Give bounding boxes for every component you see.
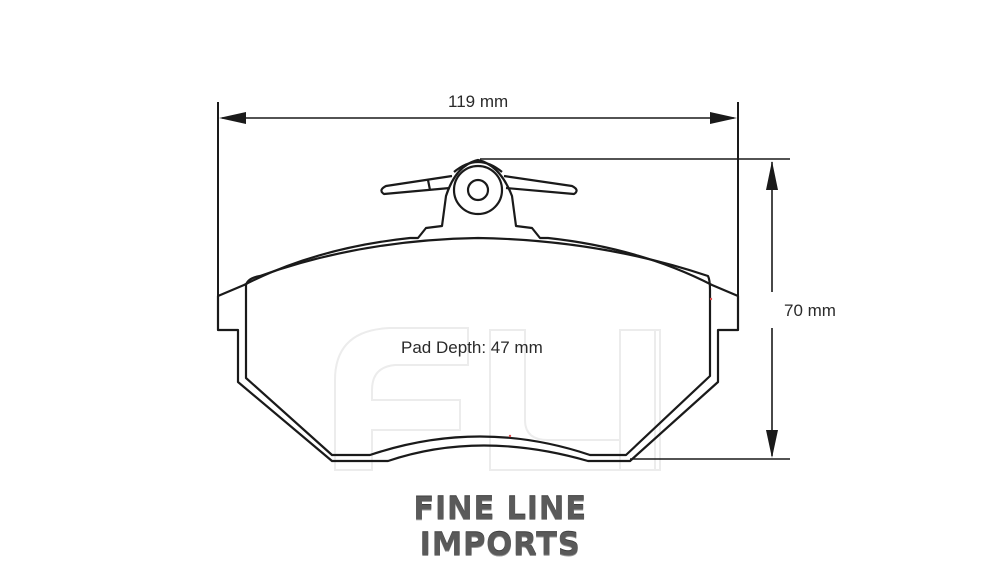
brake-pad-diagram: 119 mm 70 mm Pad Depth: 47 mm FINE LINE … — [216, 92, 836, 563]
watermark-logo — [334, 327, 661, 471]
marker-dot — [709, 297, 713, 301]
height-dimension — [480, 158, 790, 460]
height-dimension-label: 70 mm — [784, 301, 836, 320]
brake-pad-outline — [216, 158, 740, 463]
width-dimension — [217, 102, 739, 296]
marker-dot — [508, 434, 512, 438]
brand-logo-text: FINE LINE IMPORTS — [413, 491, 587, 563]
pad-depth-label: Pad Depth: 47 mm — [401, 338, 543, 357]
width-dimension-label: 119 mm — [448, 92, 509, 111]
